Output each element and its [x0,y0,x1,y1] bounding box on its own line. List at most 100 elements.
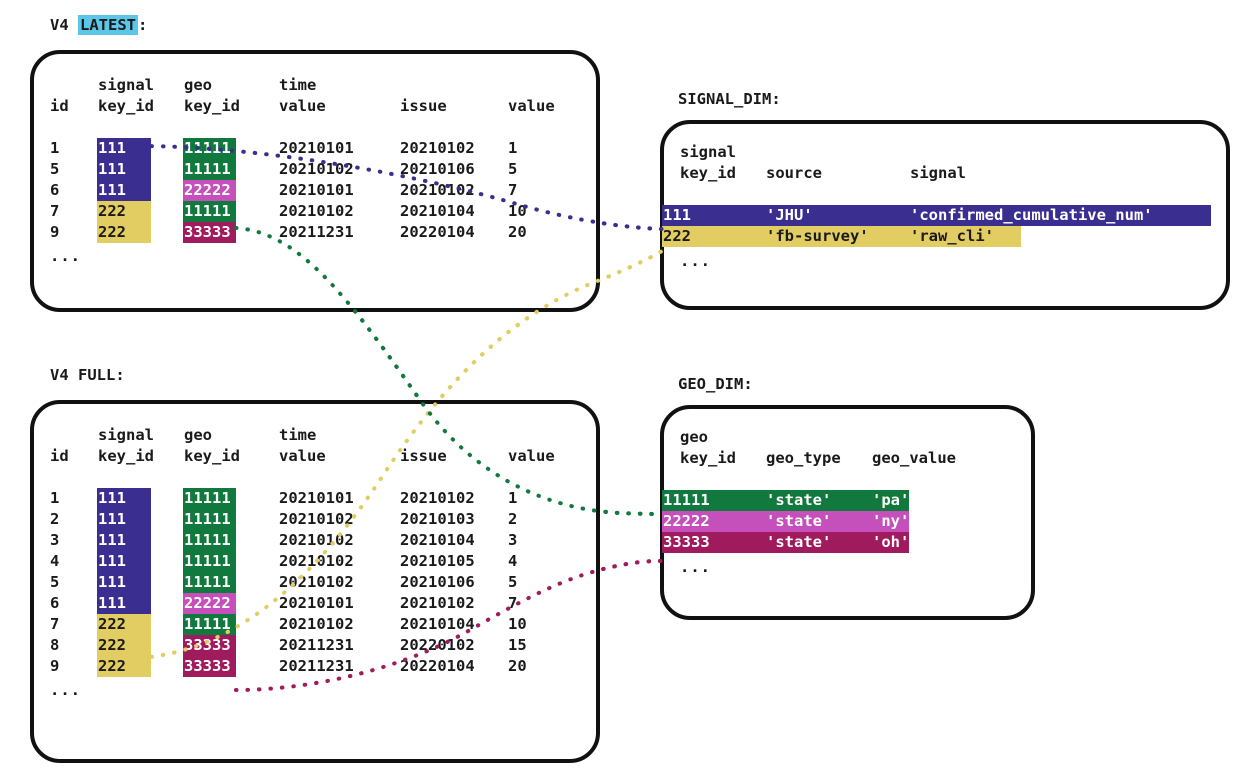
full-r5-time-value: 20210101 [279,594,354,612]
latest-r2-id: 6 [50,181,60,199]
latest-h2-geo-key-id: key_id [184,97,240,115]
signal-dim-caption: SIGNAL_DIM: [678,90,781,108]
geo-dim-ellipsis: ... [680,558,711,576]
full-ellipsis: ... [50,681,81,699]
latest-badge: LATEST [78,15,138,35]
full-r0-time-value: 20210101 [279,489,354,507]
geo-dim-r1-geo-value: 'ny' [872,512,910,530]
full-r4-geo-key-id: 11111 [183,572,236,593]
latest-r3-geo-key-id: 11111 [183,201,236,222]
latest-h2-value: value [508,97,555,115]
signal-dim-r0-key-id: 111 [663,206,691,224]
full-r5-signal-key-id: 111 [97,593,151,614]
full-r5-value: 7 [508,594,518,612]
full-r0-signal-key-id: 111 [97,488,151,509]
latest-r4-value: 20 [508,223,527,241]
signal-dim-h2-signal: signal [910,164,966,182]
full-h2-time-value: value [279,447,326,465]
signal-dim-h1-signal: signal [680,143,736,161]
full-r3-id: 4 [50,552,60,570]
full-r2-time-value: 20210102 [279,531,354,549]
full-r8-id: 9 [50,657,60,675]
full-r6-issue: 20210104 [400,615,475,633]
geo-dim-r1-geo-type: 'state' [766,512,832,530]
full-r7-geo-key-id: 33333 [183,635,236,656]
full-h1-geo: geo [184,426,212,444]
full-r0-geo-key-id: 11111 [183,488,236,509]
latest-r3-value: 10 [508,202,527,220]
full-r3-time-value: 20210102 [279,552,354,570]
latest-r3-issue: 20210104 [400,202,475,220]
geo-dim-r2-band [662,532,909,553]
geo-dim-r2-geo-value: 'oh' [872,533,910,551]
latest-r1-signal-key-id: 111 [97,159,151,180]
signal-dim-r1-key-id: 222 [663,227,691,245]
latest-r4-geo-key-id: 33333 [183,222,236,243]
signal-dim-ellipsis: ... [680,252,711,270]
latest-h2-signal-key-id: key_id [98,97,154,115]
latest-caption-suffix: : [138,16,148,34]
full-r6-time-value: 20210102 [279,615,354,633]
latest-r1-id: 5 [50,160,60,178]
full-r0-issue: 20210102 [400,489,475,507]
full-r0-value: 1 [508,489,518,507]
full-r2-id: 3 [50,531,60,549]
full-r5-issue: 20210102 [400,594,475,612]
geo-dim-r1-band [662,511,909,532]
geo-dim-r0-band [662,490,909,511]
latest-r0-id: 1 [50,139,60,157]
geo-dim-caption: GEO_DIM: [678,375,753,393]
latest-r2-value: 7 [508,181,518,199]
full-r7-value: 15 [508,636,527,654]
latest-h1-signal: signal [98,76,154,94]
latest-r1-geo-key-id: 11111 [183,159,236,180]
full-h1-time: time [279,426,317,444]
geo-dim-h2-key-id: key_id [680,449,736,467]
latest-r0-signal-key-id: 111 [97,138,151,159]
latest-r1-issue: 20210106 [400,160,475,178]
latest-r1-time-value: 20210102 [279,160,354,178]
signal-dim-r1-signal: 'raw_cli' [910,227,994,245]
full-r3-geo-key-id: 11111 [183,551,236,572]
full-table: signal geo time id key_id key_id value i… [30,400,600,763]
full-r3-value: 4 [508,552,518,570]
full-r6-geo-key-id: 11111 [183,614,236,635]
full-r1-signal-key-id: 111 [97,509,151,530]
full-r6-signal-key-id: 222 [97,614,151,635]
geo-dim-h1-geo: geo [680,428,708,446]
full-r8-geo-key-id: 33333 [183,656,236,677]
geo-dim-r2-geo-type: 'state' [766,533,832,551]
geo-dim-table: geo key_id geo_type geo_value 11111 'sta… [660,405,1035,620]
geo-dim-r0-key-id: 11111 [663,491,710,509]
full-r4-issue: 20210106 [400,573,475,591]
full-r1-geo-key-id: 11111 [183,509,236,530]
latest-h2-issue: issue [400,97,447,115]
full-r4-time-value: 20210102 [279,573,354,591]
full-h1-signal: signal [98,426,154,444]
full-r8-signal-key-id: 222 [97,656,151,677]
latest-r0-issue: 20210102 [400,139,475,157]
full-h2-signal-key-id: key_id [98,447,154,465]
latest-h1-time: time [279,76,317,94]
full-r7-id: 8 [50,636,60,654]
full-r7-time-value: 20211231 [279,636,354,654]
full-h2-value: value [508,447,555,465]
latest-r2-signal-key-id: 111 [97,180,151,201]
full-r4-id: 5 [50,573,60,591]
full-r3-issue: 20210105 [400,552,475,570]
signal-dim-table: signal key_id source signal 111 'JHU' 'c… [660,120,1230,310]
signal-dim-r0-signal: 'confirmed_cumulative_num' [910,206,1153,224]
latest-r4-signal-key-id: 222 [97,222,151,243]
latest-h2-time-value: value [279,97,326,115]
latest-r2-issue: 20210102 [400,181,475,199]
full-r1-issue: 20210103 [400,510,475,528]
latest-r2-time-value: 20210101 [279,181,354,199]
full-r8-time-value: 20211231 [279,657,354,675]
geo-dim-h2-geo-type: geo_type [766,449,841,467]
full-caption: V4 FULL: [50,366,125,384]
latest-r3-signal-key-id: 222 [97,201,151,222]
latest-caption-prefix: V4 [50,16,78,34]
full-r1-value: 2 [508,510,518,528]
full-h2-id: id [50,447,69,465]
